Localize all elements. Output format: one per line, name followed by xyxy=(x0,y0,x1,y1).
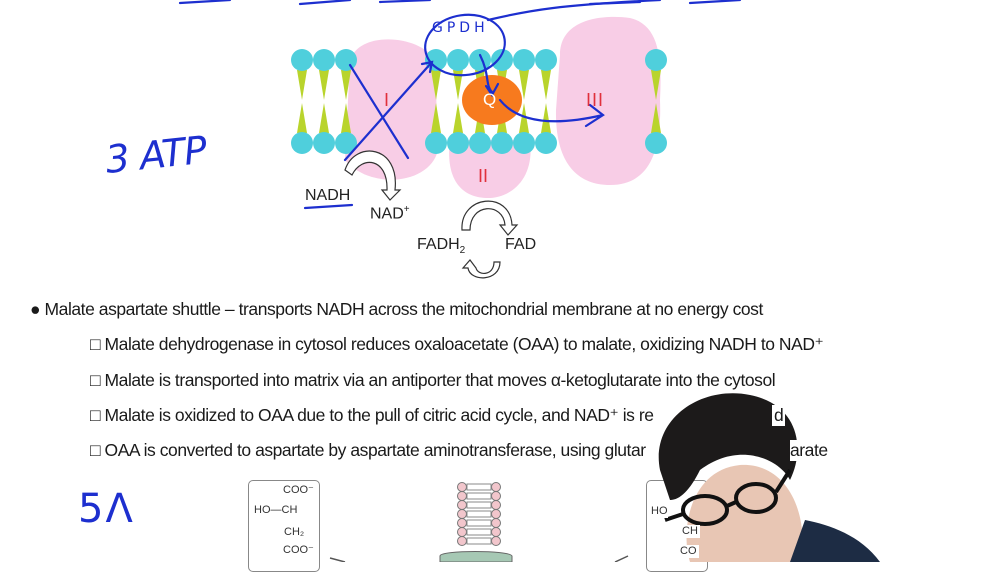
complex-iii xyxy=(555,16,661,186)
malate-line: COO⁻ xyxy=(283,484,314,496)
lipid-head xyxy=(457,518,467,528)
sub-bullet-tail: arate xyxy=(790,440,828,461)
lipid-bilayer xyxy=(291,49,667,154)
nadh-label: NADH xyxy=(305,187,351,204)
antiporter-membrane xyxy=(457,482,501,546)
main-bullet-text: Malate aspartate shuttle – transports NA… xyxy=(44,299,764,319)
lipid-head xyxy=(457,500,467,510)
sub-bullet-text: Malate is transported into matrix via an… xyxy=(104,370,776,390)
malate-line: HO—CH xyxy=(254,504,298,516)
right-line: CH xyxy=(680,525,700,538)
q-label: Q xyxy=(483,90,497,109)
lipid-tail xyxy=(319,70,329,133)
lipid-tail xyxy=(466,537,492,545)
lipid-head xyxy=(447,132,469,154)
main-bullet: ● Malate aspartate shuttle – transports … xyxy=(30,299,764,319)
lipid-head xyxy=(645,49,667,71)
fadh2-label: FADH2 xyxy=(417,236,465,256)
sub-bullet-text: OAA is converted to aspartate by asparta… xyxy=(104,440,647,460)
lipid-tail xyxy=(466,483,492,491)
reaction-arrow xyxy=(614,555,629,562)
antiporter-protein xyxy=(439,551,513,562)
ink-annotations xyxy=(178,0,742,210)
lipid-head xyxy=(291,132,313,154)
fadh2-arrow xyxy=(461,200,519,236)
lipid-tail xyxy=(297,70,307,133)
lipid-head xyxy=(491,500,501,510)
lipid-tail xyxy=(431,70,441,133)
lipid-head xyxy=(291,49,313,71)
bottom-handwriting: 5Λ xyxy=(78,486,135,532)
sub-bullet: □ Malate is transported into matrix via … xyxy=(90,370,776,390)
lipid-head xyxy=(535,132,557,154)
lipid-head xyxy=(425,132,447,154)
nad-plus-label: NAD+ xyxy=(370,204,410,223)
lipid-head xyxy=(491,527,501,537)
nadh-arrow xyxy=(344,150,402,201)
fad-label: FAD xyxy=(505,236,537,253)
lipid-head xyxy=(457,536,467,546)
complex-iii-label: III xyxy=(586,90,605,110)
complex-ii xyxy=(449,140,531,198)
lipid-head xyxy=(491,49,513,71)
sub-bullet-text: Malate is oxidized to OAA due to the pul… xyxy=(104,405,654,425)
lipid-head xyxy=(447,49,469,71)
complex-i-label: I xyxy=(384,90,390,110)
lipid-head xyxy=(457,527,467,537)
presenter-webcam xyxy=(658,393,880,562)
lipid-head xyxy=(491,536,501,546)
sub-bullet: □ Malate is oxidized to OAA due to the p… xyxy=(90,405,654,425)
lipid-head xyxy=(491,482,501,492)
nad-sup: + xyxy=(403,204,410,215)
lipid-tail xyxy=(466,510,492,518)
sub-bullet: □ OAA is converted to aspartate by aspar… xyxy=(90,440,647,460)
malate-line: CH₂ xyxy=(284,526,305,538)
lipid-tail xyxy=(651,70,661,133)
lipid-head xyxy=(535,49,557,71)
lipid-head xyxy=(513,49,535,71)
lipid-head xyxy=(491,509,501,519)
nad-text: NAD xyxy=(370,205,404,223)
complex-i xyxy=(345,39,438,180)
fadh-text: FADH xyxy=(417,236,460,253)
sub-bullet: □ Malate dehydrogenase in cytosol reduce… xyxy=(90,334,824,354)
lipid-head xyxy=(457,482,467,492)
fadh-sub: 2 xyxy=(459,245,466,257)
lipid-head xyxy=(491,491,501,501)
lipid-tail xyxy=(519,70,529,133)
gpdh-handwriting: GPDH xyxy=(432,20,489,36)
lipid-head xyxy=(491,518,501,528)
lipid-head xyxy=(513,132,535,154)
lipid-tail xyxy=(453,70,463,133)
lipid-head xyxy=(491,132,513,154)
lipid-head xyxy=(335,132,357,154)
lipid-head xyxy=(313,49,335,71)
lipid-head xyxy=(645,132,667,154)
fad-return-arrow xyxy=(461,259,501,279)
lipid-tail xyxy=(466,528,492,536)
ubiquinone-q xyxy=(462,75,522,125)
lipid-head xyxy=(313,132,335,154)
sub-bullet-tail: d xyxy=(772,405,786,426)
reaction-arrow xyxy=(329,557,346,562)
sub-bullet-text: Malate dehydrogenase in cytosol reduces … xyxy=(104,334,824,354)
lipid-head xyxy=(457,491,467,501)
lipid-head xyxy=(457,509,467,519)
lipid-head xyxy=(469,132,491,154)
complex-ii-label: II xyxy=(478,166,489,186)
lipid-tail xyxy=(466,492,492,500)
right-line: CO xyxy=(678,545,699,558)
right-line: HO xyxy=(651,505,668,518)
lipid-tail xyxy=(466,519,492,527)
lipid-tail xyxy=(341,70,351,133)
malate-line: COO⁻ xyxy=(283,544,314,556)
lipid-head xyxy=(469,49,491,71)
lipid-tail xyxy=(466,501,492,509)
